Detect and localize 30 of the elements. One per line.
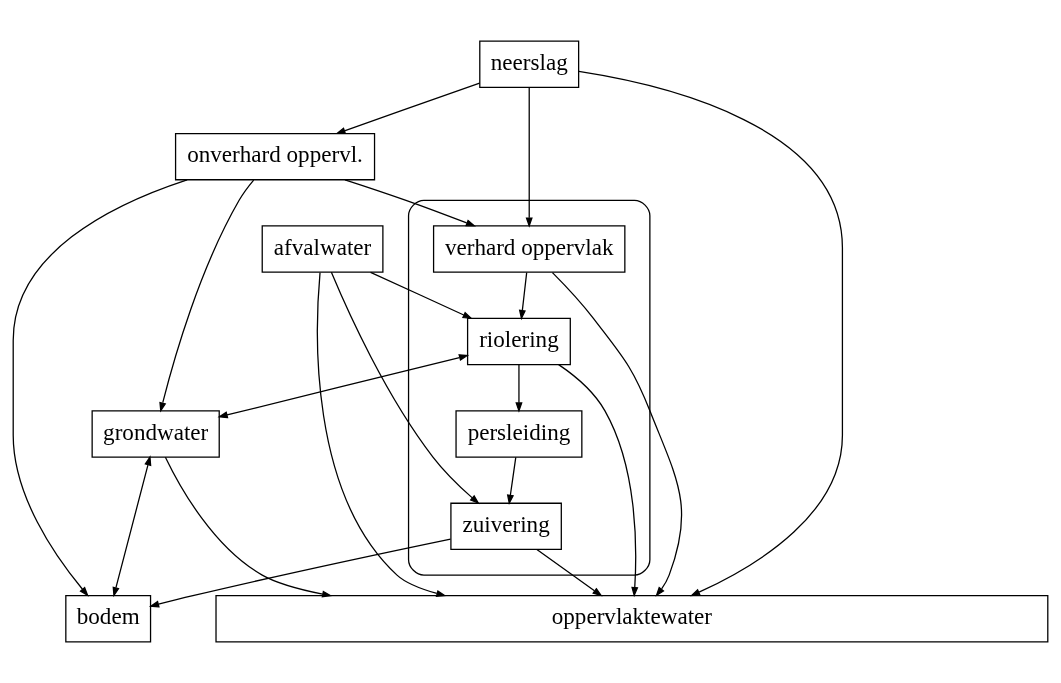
arrow: [578, 70, 844, 597]
arrow: [558, 364, 639, 598]
arrow: [330, 271, 480, 505]
arrow: [164, 456, 333, 598]
arrow: [316, 271, 447, 597]
arrow: [506, 456, 517, 506]
arrow: [551, 271, 683, 597]
cluster: [407, 199, 651, 576]
arrow: [344, 179, 477, 227]
arrow: [369, 271, 473, 320]
node-box: riolering: [466, 317, 571, 366]
node-box: afvalwater: [261, 225, 384, 273]
node-box: grondwater: [91, 410, 220, 458]
arrow: [12, 179, 188, 597]
arrow: [525, 86, 533, 228]
node-box: verhard oppervlak: [432, 225, 626, 273]
arrow: [335, 82, 481, 135]
arrow: [148, 538, 452, 608]
node-box: oppervlaktewater: [215, 595, 1049, 643]
node-box: persleiding: [455, 410, 583, 458]
node-box: zuivering: [450, 502, 562, 551]
node-box: onverhard oppervl.: [174, 132, 376, 181]
arrow: [159, 179, 255, 413]
node-box: bodem: [65, 595, 152, 643]
node-box: neerslag: [479, 40, 580, 88]
arrow: [515, 364, 523, 413]
arrow: [217, 354, 470, 419]
arrow: [536, 548, 603, 597]
arrow: [518, 271, 528, 321]
arrow: [112, 455, 152, 598]
